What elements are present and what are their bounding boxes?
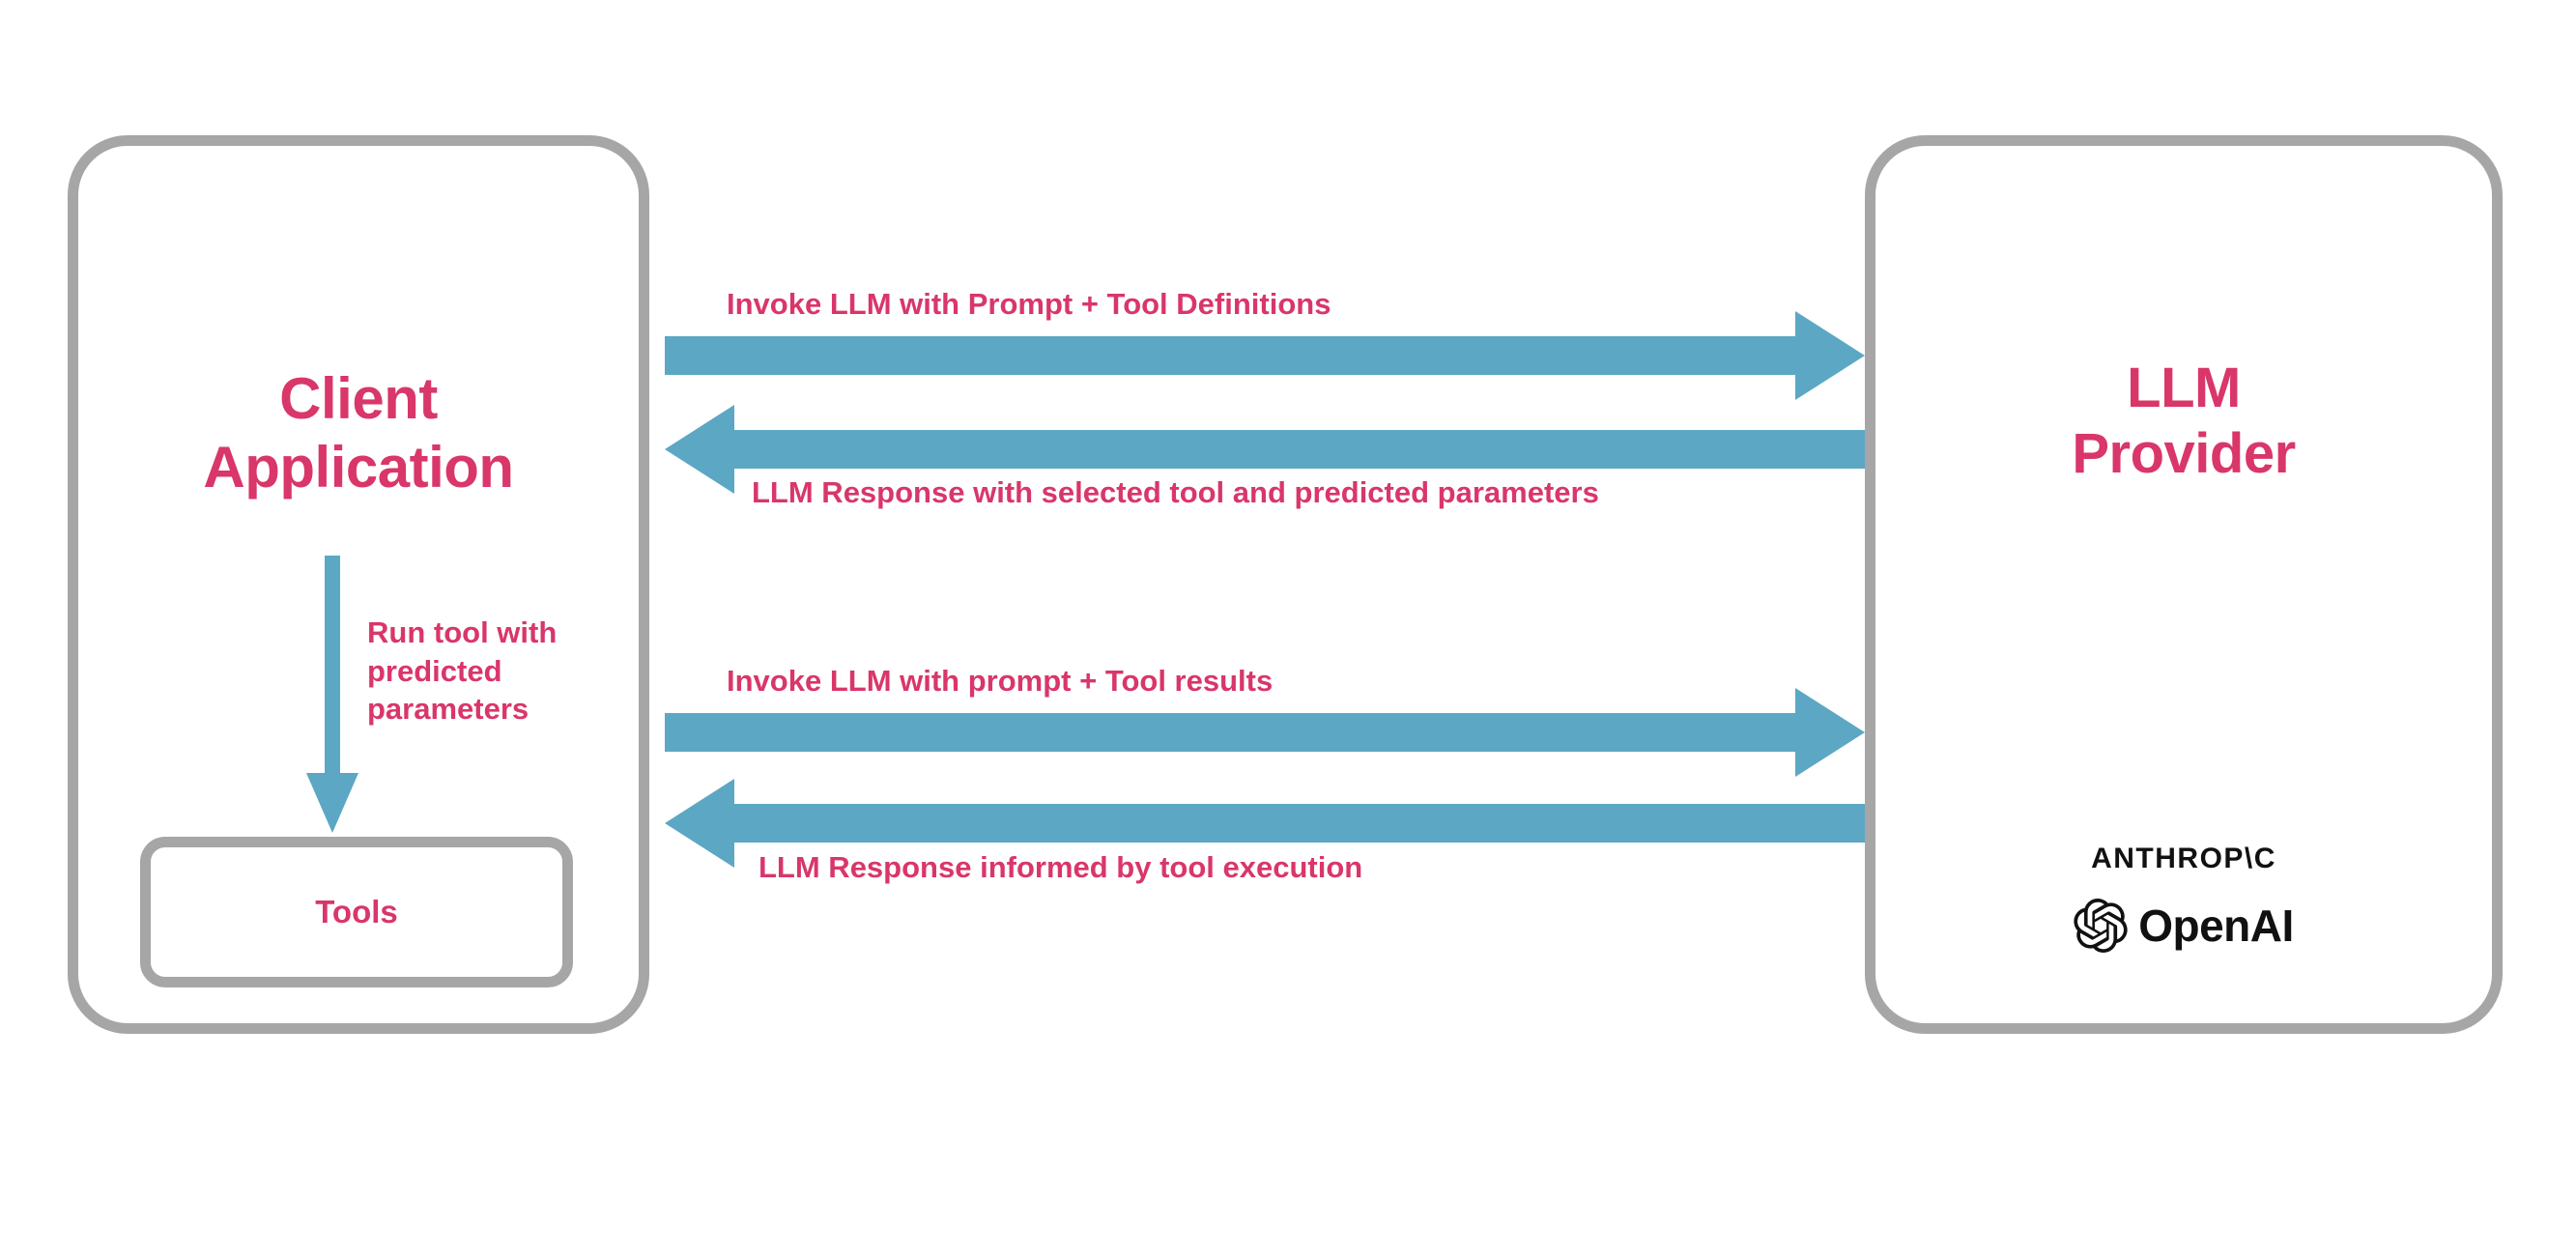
- openai-logo-row: OpenAI: [1865, 899, 2503, 954]
- tools-label: Tools: [315, 894, 398, 929]
- openai-mark-icon: [2074, 899, 2128, 954]
- arrow-invoke-2: [665, 688, 1865, 777]
- openai-wordmark: OpenAI: [2138, 901, 2294, 951]
- client-application-title: Client Application: [203, 366, 514, 500]
- arrow-label-invoke-1: Invoke LLM with Prompt + Tool Definition…: [727, 287, 1331, 321]
- anthropic-wordmark-icon: ANTHROP\C: [2091, 843, 2276, 874]
- llm-provider-title: LLM Provider: [2072, 357, 2296, 486]
- tools-box[interactable]: [140, 837, 573, 987]
- arrow-invoke-1: [665, 311, 1865, 400]
- arrow-label-run-tool: Run tool with predicted parameters: [367, 615, 558, 727]
- llm-provider-box[interactable]: [1865, 135, 2503, 1034]
- arrow-label-invoke-2: Invoke LLM with prompt + Tool results: [727, 664, 1274, 698]
- arrow-label-response-2: LLM Response informed by tool execution: [758, 850, 1363, 884]
- arrow-label-response-1: LLM Response with selected tool and pred…: [752, 475, 1599, 509]
